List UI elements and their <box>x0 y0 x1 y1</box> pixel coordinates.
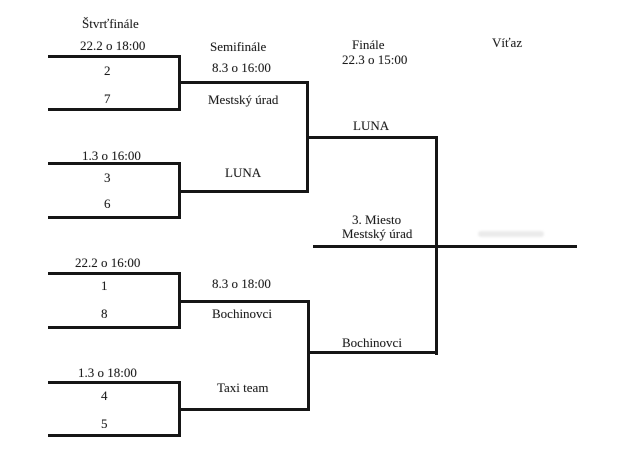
qf2-output-line <box>178 190 309 193</box>
qf1-bottom-line <box>48 108 180 111</box>
winner-line <box>313 245 577 248</box>
final-top-team: LUNA <box>353 118 390 133</box>
qf2-connector-line <box>178 162 181 219</box>
sf2-datetime: 8.3 o 18:00 <box>212 276 271 291</box>
qf3-connector-line <box>178 272 181 329</box>
qf3-bottom-seed: 8 <box>101 306 108 321</box>
qf3-output-line <box>178 300 310 303</box>
qf1-top-line <box>48 55 180 58</box>
qf4-bottom-seed: 5 <box>101 416 108 431</box>
sf2-bottom-team: Taxi team <box>217 380 269 395</box>
sf2-connector-line <box>307 300 310 411</box>
qf1-bottom-seed: 7 <box>104 91 111 106</box>
final-bottom-team: Bochinovci <box>342 335 402 350</box>
qf1-top-seed: 2 <box>104 63 111 78</box>
qf2-bottom-seed: 6 <box>104 196 111 211</box>
qf4-top-seed: 4 <box>101 388 108 403</box>
qf2-top-line <box>48 162 180 165</box>
sf1-output-line <box>306 136 438 139</box>
sf1-datetime: 8.3 o 16:00 <box>212 60 271 75</box>
sf1-bottom-team: LUNA <box>225 165 262 180</box>
qf4-datetime: 1.3 o 18:00 <box>78 365 137 380</box>
qf4-connector-line <box>178 381 181 437</box>
round-header-semifinals: Semifinále <box>210 39 267 54</box>
sf1-top-team: Mestský úrad <box>208 92 279 107</box>
qf3-datetime: 22.2 o 16:00 <box>75 255 141 270</box>
qf4-bottom-line <box>48 434 180 437</box>
qf2-top-seed: 3 <box>104 170 111 185</box>
qf4-top-line <box>48 381 180 384</box>
qf2-datetime: 1.3 o 16:00 <box>82 148 141 163</box>
qf3-bottom-line <box>48 326 180 329</box>
round-header-quarterfinals: Štvrťfinále <box>82 16 139 31</box>
qf3-top-line <box>48 272 180 275</box>
final-datetime: 22.3 o 15:00 <box>342 52 408 67</box>
qf1-datetime: 22.2 o 18:00 <box>80 38 146 53</box>
sf2-top-team: Bochinovci <box>212 306 272 321</box>
qf4-output-line <box>178 408 310 411</box>
qf3-top-seed: 1 <box>101 278 108 293</box>
qf1-output-line <box>178 81 309 84</box>
sf2-output-line <box>307 351 438 354</box>
erased-text-artifact <box>478 231 544 237</box>
third-place-team: Mestský úrad <box>342 226 413 241</box>
qf1-connector-line <box>178 55 181 111</box>
round-header-final: Finále <box>352 37 385 52</box>
round-header-winner: Víťaz <box>492 35 523 50</box>
qf2-bottom-line <box>48 216 180 219</box>
third-place-label: 3. Miesto <box>352 212 402 227</box>
